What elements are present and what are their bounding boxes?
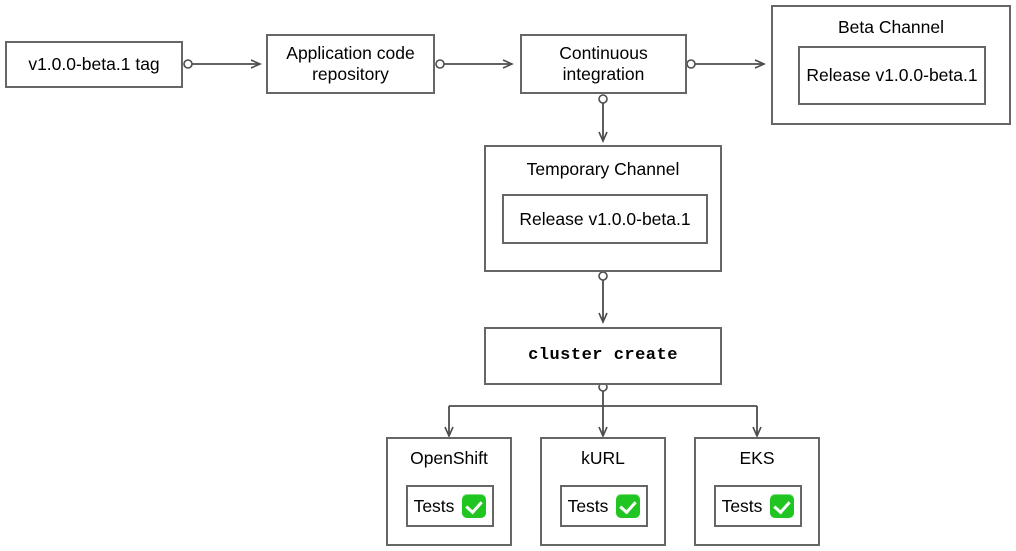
tests-row: Tests: [568, 494, 641, 518]
node-target-kurl-tests-label: Tests: [567, 495, 609, 516]
green-check-icon: [462, 494, 487, 518]
node-beta-channel-release[interactable]: Release v1.0.0-beta.1: [798, 46, 986, 105]
node-target-kurl-tests[interactable]: Tests: [560, 485, 648, 527]
edge-tag-to-repo: [183, 59, 262, 69]
edge-ci-to-beta-channel: [686, 59, 766, 69]
node-target-openshift-tests-label: Tests: [413, 495, 455, 516]
node-continuous-integration[interactable]: Continuous integration: [520, 34, 687, 94]
green-check-icon: [770, 494, 795, 518]
edge-ci-to-temporary-channel: [598, 94, 608, 143]
node-cluster-create-label: cluster create: [528, 345, 678, 365]
node-target-eks[interactable]: EKS Tests: [694, 437, 820, 546]
node-target-openshift-title: OpenShift: [410, 448, 488, 468]
node-target-kurl[interactable]: kURL Tests: [540, 437, 666, 546]
node-application-code-repository-label: Application code repository: [286, 43, 415, 84]
node-beta-channel[interactable]: Beta Channel Release v1.0.0-beta.1: [771, 5, 1011, 125]
node-application-code-repository[interactable]: Application code repository: [266, 34, 435, 94]
node-target-eks-tests-label: Tests: [721, 495, 763, 516]
tests-row: Tests: [414, 494, 487, 518]
edge-cluster-create-branch: [444, 382, 762, 438]
node-version-tag-label: v1.0.0-beta.1 tag: [28, 54, 160, 75]
node-temporary-channel-release[interactable]: Release v1.0.0-beta.1: [502, 194, 708, 244]
node-target-openshift[interactable]: OpenShift Tests: [386, 437, 512, 546]
node-target-eks-tests[interactable]: Tests: [714, 485, 802, 527]
edge-temporary-channel-to-cluster-create: [598, 271, 608, 324]
node-target-eks-title: EKS: [739, 448, 775, 468]
node-beta-channel-release-label: Release v1.0.0-beta.1: [806, 65, 978, 85]
node-target-openshift-tests[interactable]: Tests: [406, 485, 494, 527]
green-check-icon: [616, 494, 641, 518]
edge-repo-to-ci: [435, 59, 514, 69]
node-temporary-channel-title: Temporary Channel: [526, 159, 680, 179]
node-cluster-create[interactable]: cluster create: [484, 327, 722, 385]
node-beta-channel-title: Beta Channel: [837, 17, 945, 37]
node-version-tag[interactable]: v1.0.0-beta.1 tag: [5, 41, 183, 88]
node-target-kurl-title: kURL: [581, 448, 625, 468]
tests-row: Tests: [722, 494, 795, 518]
node-temporary-channel-release-label: Release v1.0.0-beta.1: [519, 208, 691, 229]
node-continuous-integration-label: Continuous integration: [559, 43, 648, 84]
node-temporary-channel[interactable]: Temporary Channel Release v1.0.0-beta.1: [484, 145, 722, 272]
